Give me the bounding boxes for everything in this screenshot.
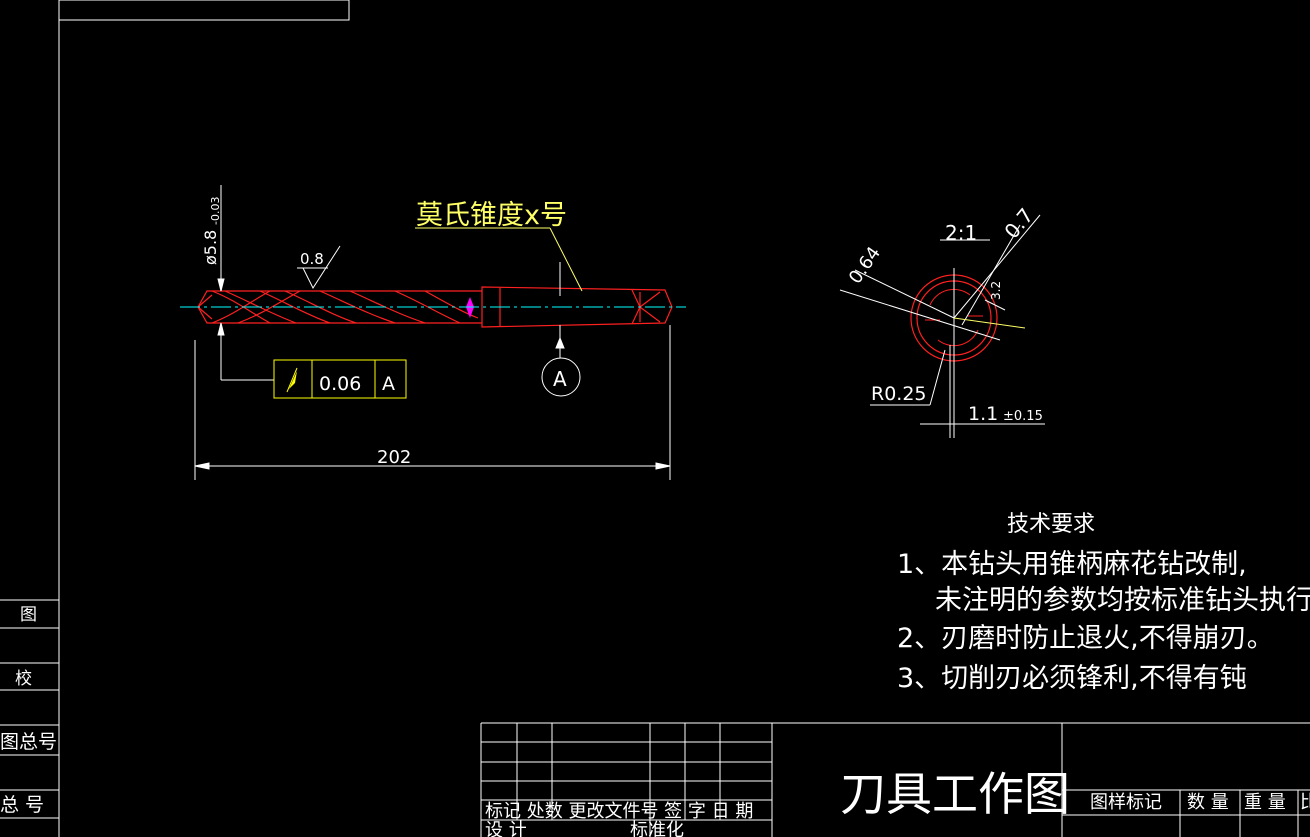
datum-label: A xyxy=(553,367,567,391)
tech-title: 技术要求 xyxy=(1007,512,1095,537)
tech-line-3: 2、刃磨时防止退火,不得崩刃。 xyxy=(897,623,1274,654)
length-value: 202 xyxy=(377,447,411,468)
tolerance-value: 0.06 xyxy=(319,373,361,395)
rev-headers: 标记 处数 更改文件号 签 字 日 期 xyxy=(485,801,753,822)
taper-leader xyxy=(415,227,583,292)
tech-line-4: 3、切削刃必须锋利,不得有钝 xyxy=(897,663,1247,694)
runout-icon xyxy=(289,371,297,389)
roughness-symbol xyxy=(297,245,341,290)
left-strip-r1: 图 xyxy=(20,605,37,625)
left-strip-r2: 校 xyxy=(15,669,32,689)
tolerance-datum: A xyxy=(382,373,395,395)
section-dim-11: 1.1 xyxy=(968,403,998,425)
section-dim-07: 0.7 xyxy=(999,203,1038,243)
roughness-value: 0.8 xyxy=(300,250,324,268)
drawing-frame xyxy=(58,0,350,837)
gdt-frame xyxy=(273,359,407,399)
design-label: 设 计 xyxy=(485,820,527,837)
left-strip-r4: 总 号 xyxy=(0,794,44,816)
standard-label: 标准化 xyxy=(630,820,684,837)
length-dimension xyxy=(194,325,671,480)
marks-label: 图样标记 xyxy=(1090,792,1162,813)
diameter-value: ø5.8 xyxy=(201,230,220,265)
left-strip-r3: 图总号 xyxy=(0,731,57,753)
qty-label: 数 量 xyxy=(1187,792,1229,813)
title-block xyxy=(480,722,1310,837)
section-view xyxy=(839,214,1045,438)
section-radius: R0.25 xyxy=(871,383,927,405)
datum-symbol xyxy=(541,262,581,397)
weight-label: 重 量 xyxy=(1244,792,1286,813)
diameter-dimension xyxy=(217,185,274,381)
diameter-tolerance: -0.03 xyxy=(209,197,222,225)
section-dim-angle: 3.2 xyxy=(989,281,1003,300)
tech-line-1: 1、本钻头用锥柄麻花钻改制, xyxy=(897,549,1247,580)
left-strip-table xyxy=(0,599,59,819)
drill-part xyxy=(197,286,673,328)
tech-line-2: 未注明的参数均按标准钻头执行。 xyxy=(935,585,1310,616)
taper-label: 莫氏锥度x号 xyxy=(416,200,567,231)
drawing-title: 刀具工作图 xyxy=(840,767,1070,821)
section-dim-11-tol: ±0.15 xyxy=(1003,409,1043,424)
scale-label: 比 xyxy=(1300,792,1310,813)
section-scale: 2:1 xyxy=(945,221,977,245)
